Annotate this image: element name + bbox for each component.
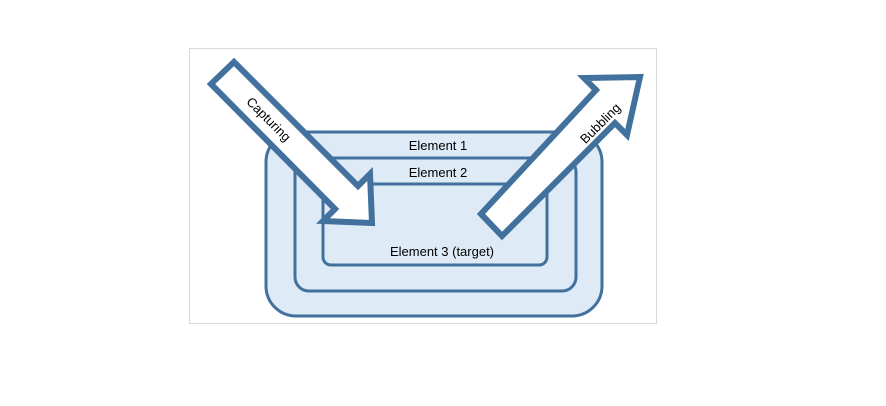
element-2-label: Element 2 <box>409 165 468 180</box>
capturing-arrow-icon <box>206 57 376 227</box>
element-3-label: Element 3 (target) <box>390 244 494 259</box>
element-1-label: Element 1 <box>409 138 468 153</box>
bubbling-arrow-icon <box>476 73 644 241</box>
